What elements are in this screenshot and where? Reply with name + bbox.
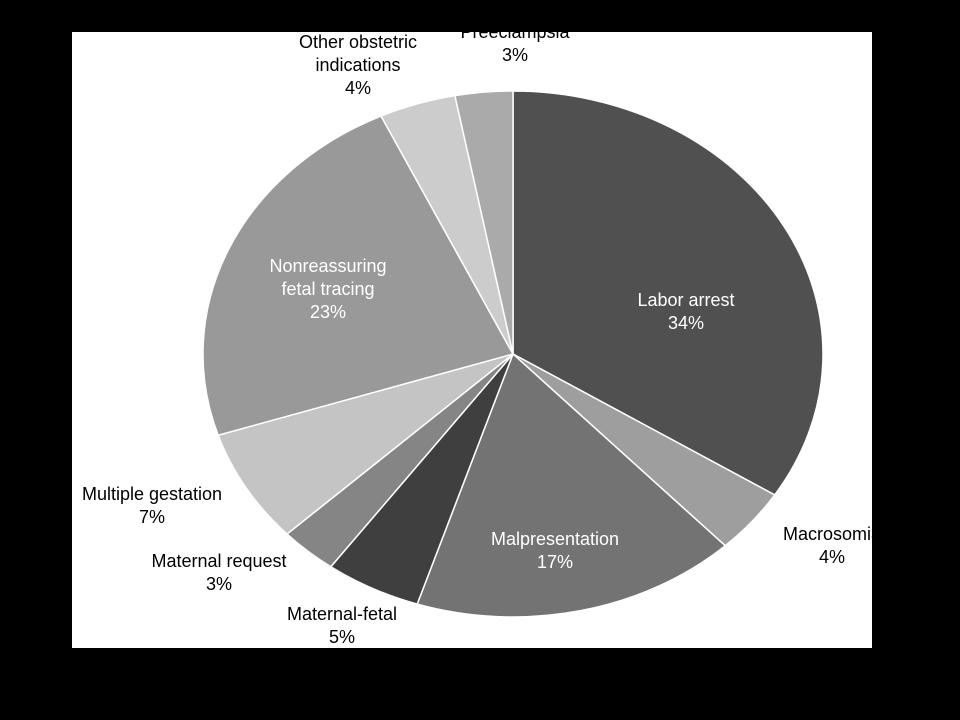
slice-label: Malpresentation 17% [491,529,619,572]
chart-canvas: Labor arrest 34% Macrosomia 4% Malpresentati… [72,32,872,648]
pie-slice-preeclampsia [454,90,514,355]
slice-percent: 34% [668,313,704,333]
slice-percent: 23% [310,302,346,322]
slice-percent: 4% [819,547,845,567]
pie-slice-nonreassuring-fetal-tracing [202,115,515,437]
slice-name: indications [315,55,400,75]
slice-label: Maternal request 3% [151,551,286,594]
slice-label: Other obstetric indications 4% [299,32,417,98]
slice-name: Maternal-fetal [287,604,397,624]
slice-percent: 17% [537,552,573,572]
slice-label: Multiple gestation 7% [82,484,222,527]
slice-label: Labor arrest 34% [637,290,734,333]
slice-name: Preeclampsia [460,32,570,42]
pie-slice-labor-arrest [512,90,824,496]
slice-name: fetal tracing [281,279,374,299]
slice-name: Malpresentation [491,529,619,549]
slices-layer [202,90,824,618]
slice-name: Macrosomia [783,524,872,544]
slice-label: Nonreassuring fetal tracing 23% [269,256,386,322]
slice-label: Preeclampsia 3% [460,32,570,65]
pie-slice-multiple-gestation [217,353,514,536]
slice-percent: 3% [502,45,528,65]
slice-name: Other obstetric [299,32,417,52]
slice-name: Labor arrest [637,290,734,310]
pie-chart: Labor arrest 34% Macrosomia 4% Malpresentati… [82,32,872,647]
slice-percent: 3% [206,574,232,594]
slice-label: Macrosomia 4% [783,524,872,567]
slice-name: Maternal request [151,551,286,571]
pie-slice-malpresentation [416,352,727,618]
slice-name: Multiple gestation [82,484,222,504]
slice-percent: 5% [329,627,355,647]
slice-label: Maternal-fetal 5% [287,604,397,647]
slice-percent: 7% [139,507,165,527]
labels-layer: Labor arrest 34% Macrosomia 4% Malpresentati… [82,32,872,647]
slice-percent: 4% [345,78,371,98]
slice-name: Nonreassuring [269,256,386,276]
